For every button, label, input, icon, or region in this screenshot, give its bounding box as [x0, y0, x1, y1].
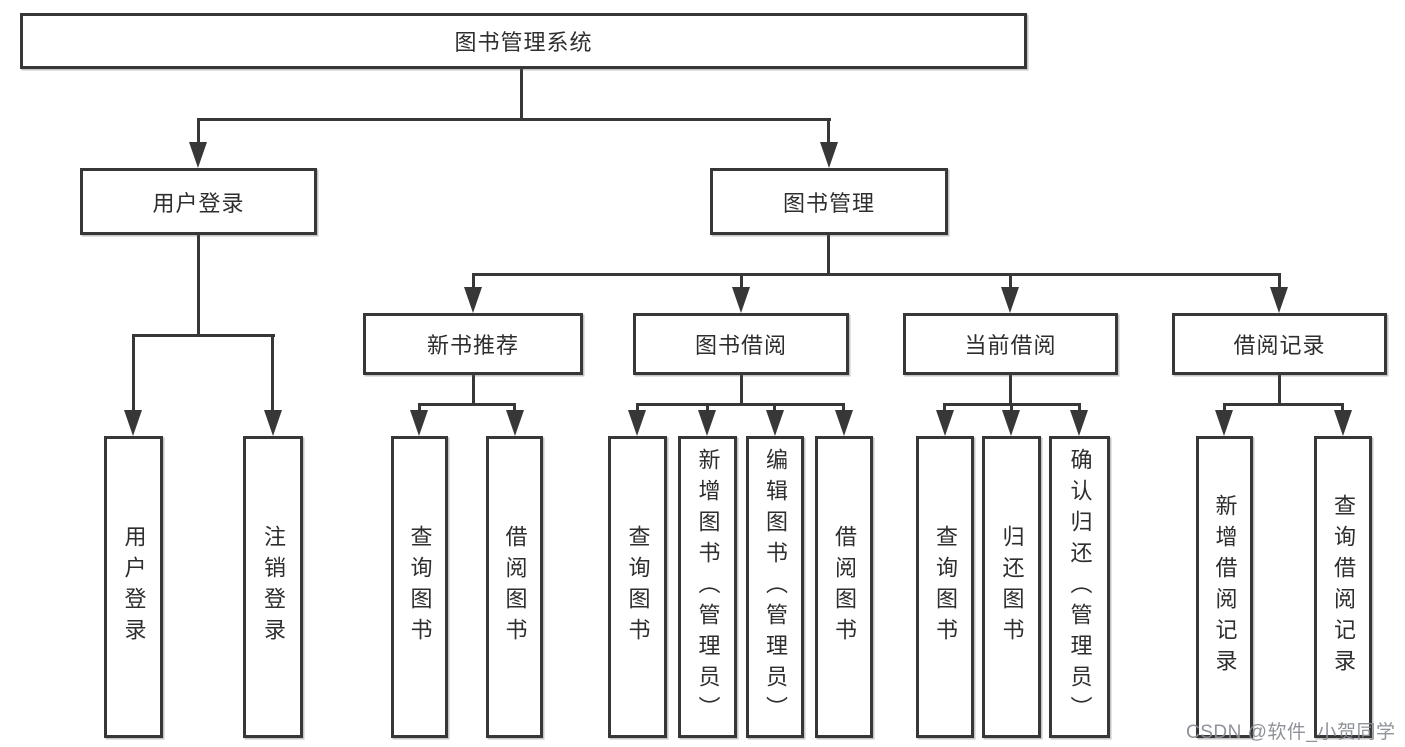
connector-vline	[943, 403, 946, 412]
node-leaf-query-books-current-label: 查询图书	[933, 525, 958, 649]
node-leaf-edit-book-admin: 编辑图书（管理员）	[746, 436, 804, 738]
arrow-down-icon	[1002, 410, 1020, 436]
arrow-down-icon	[835, 410, 853, 436]
node-book-management: 图书管理	[710, 168, 948, 235]
arrow-down-icon	[1270, 287, 1288, 313]
node-leaf-add-borrow-record: 新增借阅记录	[1196, 436, 1253, 738]
connector-vline	[1078, 403, 1081, 412]
arrow-down-icon	[1215, 410, 1233, 436]
connector-vline	[842, 403, 845, 412]
arrow-down-icon	[464, 287, 482, 313]
connector-hline	[1223, 403, 1344, 406]
connector-vline	[827, 118, 830, 146]
connector-vline	[520, 69, 523, 120]
connector-hline	[636, 403, 845, 406]
node-leaf-logout-label: 注销登录	[261, 525, 286, 649]
connector-vline	[472, 375, 475, 405]
node-borrow-records-label: 借阅记录	[1233, 333, 1326, 358]
arrow-down-icon	[410, 410, 428, 436]
arrow-down-icon	[189, 142, 207, 168]
node-leaf-borrow-books-label: 借阅图书	[832, 525, 857, 649]
node-leaf-add-borrow-record-label: 新增借阅记录	[1212, 494, 1238, 680]
arrow-down-icon	[264, 410, 282, 436]
connector-vline	[706, 403, 709, 412]
arrow-down-icon	[1070, 410, 1088, 436]
node-leaf-borrow-books-recommend: 借阅图书	[486, 436, 543, 738]
node-user-login-label: 用户登录	[152, 190, 245, 216]
node-current-borrow-label: 当前借阅	[964, 333, 1057, 358]
arrow-down-icon	[1001, 287, 1019, 313]
arrow-down-icon	[936, 410, 954, 436]
arrow-down-icon	[732, 287, 750, 313]
connector-vline	[1009, 375, 1012, 405]
connector-vline	[1278, 375, 1281, 405]
arrow-down-icon	[628, 410, 646, 436]
arrow-down-icon	[506, 410, 524, 436]
arrow-down-icon	[698, 410, 716, 436]
node-root-system: 图书管理系统	[20, 13, 1027, 69]
arrow-down-icon	[820, 142, 838, 168]
node-leaf-confirm-return-admin: 确认归还（管理员）	[1049, 436, 1110, 738]
node-leaf-add-book-admin: 新增图书（管理员）	[678, 436, 737, 738]
node-leaf-borrow-books-recommend-label: 借阅图书	[502, 525, 528, 649]
connector-vline	[418, 403, 421, 412]
node-book-borrow-label: 图书借阅	[694, 333, 787, 358]
connector-vline	[740, 375, 743, 405]
node-leaf-query-borrow-record: 查询借阅记录	[1314, 436, 1372, 738]
node-leaf-query-books-recommend: 查询图书	[391, 436, 448, 738]
node-book-management-label: 图书管理	[782, 190, 875, 216]
node-leaf-logout: 注销登录	[243, 436, 303, 738]
connector-vline	[1010, 403, 1013, 412]
node-leaf-query-books-borrow: 查询图书	[608, 436, 667, 738]
node-new-book-recommend: 新书推荐	[363, 313, 583, 375]
connector-hline	[197, 118, 831, 121]
node-leaf-add-book-admin-label: 新增图书（管理员）	[695, 447, 721, 727]
node-leaf-return-book-label: 归还图书	[999, 525, 1025, 649]
connector-vline	[773, 403, 776, 412]
node-leaf-borrow-books: 借阅图书	[815, 436, 873, 738]
connector-hline	[418, 403, 516, 406]
node-root-label: 图书管理系统	[454, 30, 593, 55]
arrow-down-icon	[766, 410, 784, 436]
connector-vline	[1278, 273, 1281, 291]
connector-vline	[1341, 403, 1344, 412]
arrow-down-icon	[1334, 410, 1352, 436]
node-leaf-return-book: 归还图书	[982, 436, 1041, 738]
connector-vline	[1223, 403, 1226, 412]
node-borrow-records: 借阅记录	[1172, 313, 1387, 375]
connector-vline	[271, 334, 274, 414]
connector-vline	[197, 235, 200, 336]
connector-hline	[132, 334, 275, 337]
node-new-book-recommend-label: 新书推荐	[426, 333, 519, 358]
node-leaf-query-books-current: 查询图书	[916, 436, 974, 738]
node-user-login: 用户登录	[80, 168, 317, 235]
arrow-down-icon	[124, 410, 142, 436]
csdn-watermark: CSDN @软件_小贺同学	[1186, 722, 1396, 743]
node-leaf-query-books-borrow-label: 查询图书	[625, 525, 651, 649]
node-leaf-query-books-recommend-label: 查询图书	[407, 525, 433, 649]
node-leaf-user-login: 用户登录	[104, 436, 163, 738]
connector-vline	[1009, 273, 1012, 291]
connector-vline	[513, 403, 516, 412]
connector-vline	[472, 273, 475, 291]
node-book-borrow: 图书借阅	[633, 313, 849, 375]
connector-vline	[197, 118, 200, 146]
connector-hline	[472, 273, 1281, 276]
node-leaf-edit-book-admin-label: 编辑图书（管理员）	[763, 447, 788, 727]
connector-vline	[132, 334, 135, 414]
connector-vline	[740, 273, 743, 291]
node-leaf-confirm-return-admin-label: 确认归还（管理员）	[1067, 447, 1093, 727]
connector-vline	[636, 403, 639, 412]
node-leaf-user-login-label: 用户登录	[121, 525, 147, 649]
connector-vline	[827, 235, 830, 275]
node-leaf-query-borrow-record-label: 查询借阅记录	[1331, 494, 1356, 680]
node-current-borrow: 当前借阅	[903, 313, 1118, 375]
